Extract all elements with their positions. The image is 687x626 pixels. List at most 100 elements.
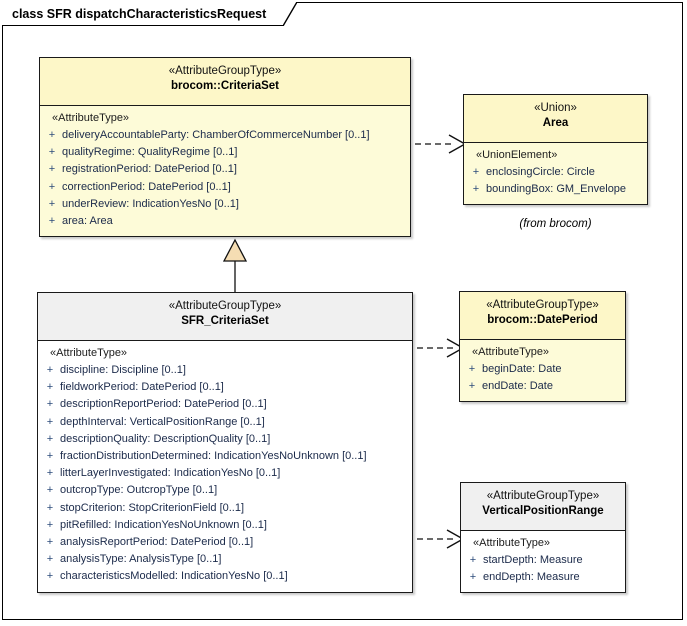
attribute-signature: characteristicsModelled: IndicationYesNo… <box>60 570 288 583</box>
attribute-signature: beginDate: Date <box>482 363 562 375</box>
attribute-visibility: + <box>46 484 54 497</box>
attribute-visibility: + <box>468 380 476 393</box>
attribute-signature: discipline: Discipline [0..1] <box>60 364 186 376</box>
attribute-row[interactable]: + endDepth: Measure <box>463 569 623 586</box>
attribute-row[interactable]: + qualityRegime: QualityRegime [0..1] <box>42 144 408 161</box>
attribute-row[interactable]: +correctionPeriod: DatePeriod [0..1] <box>42 179 408 196</box>
attribute-row[interactable]: + outcropType: OutcropType [0..1] <box>40 482 410 499</box>
attribute-visibility: + <box>46 415 54 428</box>
attribute-visibility: + <box>46 536 54 549</box>
attribute-signature: litterLayerInvestigated: IndicationYesNo… <box>60 467 281 480</box>
class-name: VerticalPositionRange <box>482 505 604 518</box>
attribute-row[interactable]: +characteristicsModelled: IndicationYesN… <box>40 568 410 585</box>
attribute-row[interactable]: + endDate: Date <box>462 378 623 395</box>
class-name: brocom::CriteriaSet <box>171 80 279 93</box>
attribute-row[interactable]: + startDepth: Measure <box>463 552 623 569</box>
attribute-row[interactable]: + descriptionReportPeriod: DatePeriod [0.… <box>40 396 410 413</box>
attribute-row[interactable]: + pitRefilled: IndicationYesNoUnknown [0.… <box>40 517 410 534</box>
class-body-dateperiod: «AttributeType» +beginDate: Date + endDate… <box>460 340 625 402</box>
attribute-visibility: + <box>46 553 54 566</box>
attribute-group-stereotype: «AttributeType» <box>472 346 550 358</box>
attribute-list: + startDepth: Measure + endDepth: Measure <box>463 552 623 586</box>
class-box-area[interactable]: «Union» Area «UnionElement» + enclosingCi… <box>463 94 648 206</box>
attribute-visibility: + <box>46 467 54 480</box>
attribute-signature: endDate: Date <box>482 380 553 393</box>
class-header-area: «Union» Area <box>464 95 647 143</box>
attribute-row[interactable]: + fieldworkPeriod: DatePeriod [0..1] <box>40 379 410 396</box>
attribute-visibility: + <box>48 215 56 228</box>
attribute-signature: analysisType: AnalysisType [0..1] <box>60 553 222 566</box>
class-stereotype: «AttributeGroupType» <box>168 65 282 77</box>
class-box-sfr-criteriaset[interactable]: «AttributeGroupType» SFR_CriteriaSet «At… <box>37 292 413 593</box>
attribute-row[interactable]: + analysisReportPeriod: DatePeriod [0..1] <box>40 534 410 551</box>
class-body-area: «UnionElement» +enclosingCircle: Circle+… <box>464 143 647 205</box>
attribute-signature: descriptionQuality: DescriptionQuality [… <box>60 432 271 445</box>
class-body-criteriaset: «AttributeType» +deliveryAccountablePart… <box>40 106 410 237</box>
class-header-criteriaset: «AttributeGroupType» brocom::CriteriaSet <box>40 58 410 106</box>
attribute-signature: underReview: IndicationYesNo [0..1] <box>62 197 239 210</box>
attribute-signature: qualityRegime: QualityRegime [0..1] <box>62 146 238 159</box>
attribute-list: +beginDate: Date + endDate: Date <box>462 361 623 395</box>
class-box-criteriaset[interactable]: «AttributeGroupType» brocom::CriteriaSet… <box>39 57 411 238</box>
attribute-group-stereotype: «AttributeType» <box>50 347 128 359</box>
class-stereotype: «AttributeGroupType» <box>486 299 599 311</box>
attribute-visibility: + <box>469 571 477 584</box>
attribute-row[interactable]: + area: Area <box>42 213 408 230</box>
attribute-signature: correctionPeriod: DatePeriod [0..1] <box>62 180 231 193</box>
class-box-verticalpositionrange[interactable]: «AttributeGroupType» VerticalPositionRan… <box>460 482 626 594</box>
class-name: Area <box>542 117 569 130</box>
attribute-signature: area: Area <box>62 215 113 228</box>
dependency-connector-dateperiod[interactable] <box>407 336 465 360</box>
attribute-row[interactable]: + registrationPeriod: DatePeriod [0..1] <box>42 161 408 178</box>
attribute-row[interactable]: +descriptionQuality: DescriptionQuality … <box>40 431 410 448</box>
attribute-visibility: + <box>48 197 56 210</box>
attribute-row[interactable]: +beginDate: Date <box>462 361 623 378</box>
attribute-signature: depthInterval: VerticalPositionRange [0.… <box>60 415 265 428</box>
attribute-group-stereotype: «UnionElement» <box>476 149 558 161</box>
class-header-verticalpositionrange: «AttributeGroupType» VerticalPositionRan… <box>461 483 625 531</box>
class-name: brocom::DatePeriod <box>487 314 598 327</box>
attribute-signature: pitRefilled: IndicationYesNoUnknown [0..… <box>60 518 267 531</box>
attribute-visibility: + <box>46 518 54 531</box>
class-box-dateperiod[interactable]: «AttributeGroupType» brocom::DatePeriod … <box>459 291 626 403</box>
attribute-visibility: + <box>48 146 56 159</box>
attribute-row[interactable]: + enclosingCircle: Circle <box>466 164 645 181</box>
dependency-connector-verticalpositionrange[interactable] <box>407 527 465 551</box>
attribute-row[interactable]: +deliveryAccountableParty: ChamberOfComm… <box>42 127 408 144</box>
attribute-visibility: + <box>472 166 480 178</box>
attribute-signature: fieldworkPeriod: DatePeriod [0..1] <box>60 381 224 394</box>
class-stereotype: «Union» <box>534 102 577 114</box>
attribute-signature: outcropType: OutcropType [0..1] <box>60 484 218 497</box>
attribute-list: + enclosingCircle: Circle +boundingBox: GM… <box>466 164 645 198</box>
attribute-signature: startDepth: Measure <box>483 554 583 566</box>
attribute-visibility: + <box>48 163 56 176</box>
attribute-signature: boundingBox: GM_Envelope <box>486 183 627 196</box>
generalization-connector[interactable] <box>190 238 280 298</box>
attribute-signature: registrationPeriod: DatePeriod [0..1] <box>62 163 237 176</box>
attribute-visibility: + <box>469 554 477 566</box>
attribute-signature: enclosingCircle: Circle <box>486 166 595 178</box>
attribute-visibility: + <box>46 364 54 376</box>
attribute-row[interactable]: +boundingBox: GM_Envelope <box>466 181 645 198</box>
class-body-sfr-criteriaset: «AttributeType» + discipline: Discipline … <box>38 341 412 592</box>
class-stereotype: «AttributeGroupType» <box>486 490 600 502</box>
attribute-group-stereotype: «AttributeType» <box>52 112 130 124</box>
class-header-sfr-criteriaset: «AttributeGroupType» SFR_CriteriaSet <box>38 293 412 341</box>
attribute-visibility: + <box>46 450 54 463</box>
attribute-row[interactable]: + underReview: IndicationYesNo [0..1] <box>42 196 408 213</box>
dependency-connector-area[interactable] <box>405 132 467 156</box>
attribute-signature: analysisReportPeriod: DatePeriod [0..1] <box>60 536 254 549</box>
attribute-row[interactable]: + analysisType: AnalysisType [0..1] <box>40 551 410 568</box>
attribute-signature: descriptionReportPeriod: DatePeriod [0..… <box>60 398 267 411</box>
attribute-signature: endDepth: Measure <box>483 571 580 584</box>
attribute-visibility: + <box>46 398 54 411</box>
class-body-verticalpositionrange: «AttributeType» +startDepth: Measure+end… <box>461 531 625 593</box>
attribute-row[interactable]: +fractionDistributionDetermined: Indicat… <box>40 448 410 465</box>
attribute-row[interactable]: + litterLayerInvestigated: IndicationYesN… <box>40 465 410 482</box>
attribute-visibility: + <box>46 381 54 394</box>
attribute-row[interactable]: + discipline: Discipline [0..1] <box>40 362 410 379</box>
attribute-row[interactable]: + depthInterval: VerticalPositionRange [0… <box>40 414 410 431</box>
class-header-dateperiod: «AttributeGroupType» brocom::DatePeriod <box>460 292 625 340</box>
attribute-row[interactable]: +stopCriterion: StopCriterionField [0..1… <box>40 500 410 517</box>
attribute-visibility: + <box>48 129 56 141</box>
